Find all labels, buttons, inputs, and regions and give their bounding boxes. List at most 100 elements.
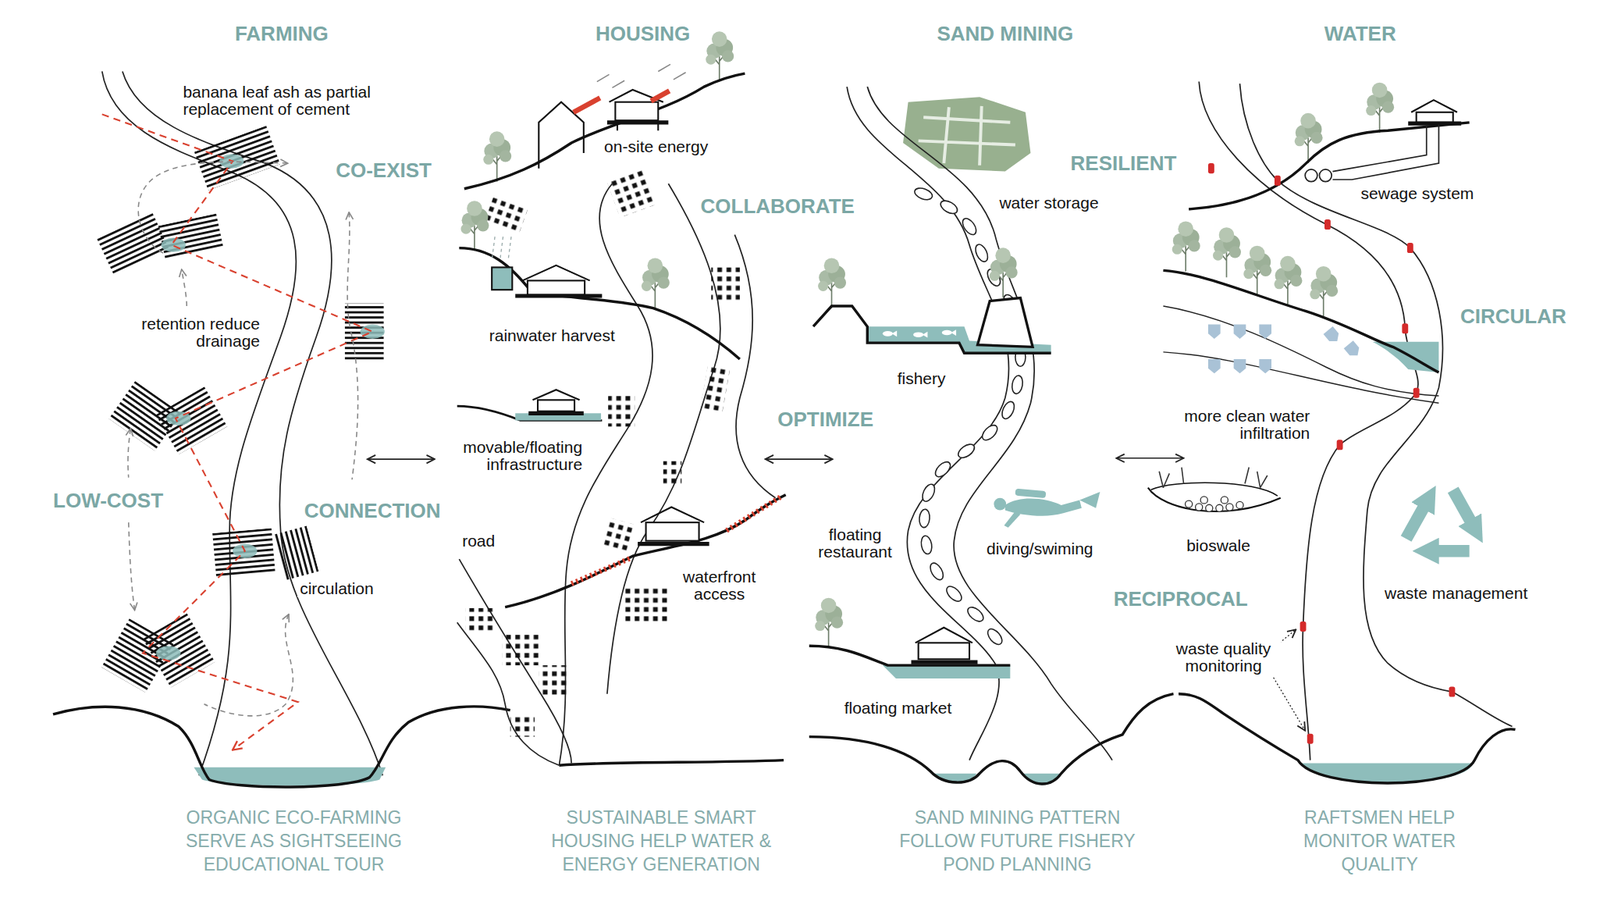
column-heading: SAND MINING (934, 21, 1076, 46)
fish (922, 331, 928, 338)
mining-river (846, 86, 1113, 761)
monitor-marker (1324, 219, 1331, 230)
keyword: CONNECTION (302, 498, 444, 523)
column-caption: SUSTAINABLE SMART HOUSING HELP WATER & E… (533, 805, 789, 876)
tree (641, 257, 670, 308)
link-arrow (367, 458, 435, 460)
farm-fields (96, 211, 169, 275)
diver (1079, 491, 1100, 509)
annotation: floating restaurant (807, 526, 903, 561)
soil-layer (1162, 305, 1439, 403)
solar-panel (573, 97, 601, 112)
sewage-pipe (1332, 124, 1426, 171)
diver (1003, 511, 1021, 528)
diver (993, 497, 1007, 511)
tree (989, 247, 1018, 298)
tree (461, 200, 490, 251)
tree (817, 257, 847, 308)
fish (950, 329, 957, 336)
house (640, 507, 704, 523)
house (607, 120, 669, 125)
monitor-marker (1307, 733, 1314, 744)
annotation: floating market (842, 699, 955, 717)
housing-river (558, 183, 653, 765)
monitor-marker (1449, 686, 1456, 697)
keyword: RESILIENT (1068, 151, 1180, 175)
annotation: diving/swiming (984, 540, 1096, 558)
water-line (457, 405, 603, 420)
link-arrow (765, 458, 833, 460)
mining-river (867, 86, 1113, 761)
house (538, 89, 669, 169)
housing-blocks (600, 517, 634, 552)
infiltration-arrow (1344, 340, 1363, 360)
mining-pit (920, 534, 934, 555)
sun-ray (597, 64, 687, 88)
fish (882, 330, 893, 337)
mining-pit (913, 185, 935, 202)
hill-line (464, 73, 746, 189)
tour-route (347, 212, 359, 480)
floating-house (918, 642, 970, 659)
bioswale-section (1151, 482, 1278, 496)
infiltration-arrow (1323, 326, 1343, 345)
bioswale-section (1185, 500, 1193, 508)
housing-blocks (501, 634, 539, 665)
floating-house (528, 389, 584, 413)
hill-line (813, 305, 1052, 353)
diver (1014, 488, 1046, 499)
tree (705, 31, 734, 82)
tree (1294, 113, 1323, 164)
bioswale-section (1185, 496, 1245, 512)
annotation: sewage system (1358, 184, 1477, 203)
tree (1309, 266, 1338, 317)
bioswale-section (1220, 496, 1228, 504)
keyword: LOW-COST (50, 488, 166, 512)
tree (1172, 220, 1201, 271)
mining-pit (1010, 374, 1024, 395)
floating-house (528, 411, 584, 416)
housing-blocks (663, 461, 683, 486)
infiltration-arrow (1233, 359, 1247, 374)
housing-blocks (465, 608, 496, 631)
aerial-ponds (903, 96, 1031, 171)
farm-fields (96, 125, 384, 693)
mining-pit (943, 583, 964, 605)
farm-fields (156, 386, 228, 455)
monitor-marker (1407, 242, 1414, 253)
annotation: waste management (1382, 584, 1530, 602)
house (491, 266, 512, 290)
bioswale-section (1195, 503, 1203, 511)
monitor-marker (1300, 621, 1307, 632)
housing-river (734, 234, 776, 498)
annotation: on-site energy (601, 138, 711, 156)
bioswale-section (1148, 467, 1281, 512)
monitor-marker (1413, 387, 1420, 399)
bioswale-section (1236, 501, 1244, 509)
farm-fields (212, 527, 276, 578)
floating-house (915, 627, 973, 644)
retention-pond (156, 153, 385, 660)
house (646, 522, 700, 541)
column-caption: RAFTSMEN HELP MONITOR WATER QUALITY (1283, 805, 1476, 876)
sewage-pipe (1304, 169, 1318, 182)
housing-river (457, 183, 776, 765)
bioswale-section (1200, 496, 1208, 504)
housing-blocks (624, 586, 670, 623)
annotation: more clean water infiltration (1159, 407, 1312, 442)
retention-pond (360, 324, 385, 339)
sewage-pipe (1304, 124, 1439, 182)
annotation: circulation (297, 579, 377, 598)
tour-route (203, 614, 293, 716)
infiltration-arrow (1208, 359, 1221, 374)
mining-pit (918, 508, 931, 529)
recycle-icon (1453, 489, 1473, 524)
bioswale-section (1148, 487, 1281, 512)
waterfront-steps (726, 496, 781, 530)
bioswale-section (1226, 503, 1234, 511)
tree (461, 31, 735, 308)
sun-ray (597, 64, 687, 88)
housing-blocks (606, 167, 657, 218)
annotation: rainwater harvest (487, 327, 618, 345)
